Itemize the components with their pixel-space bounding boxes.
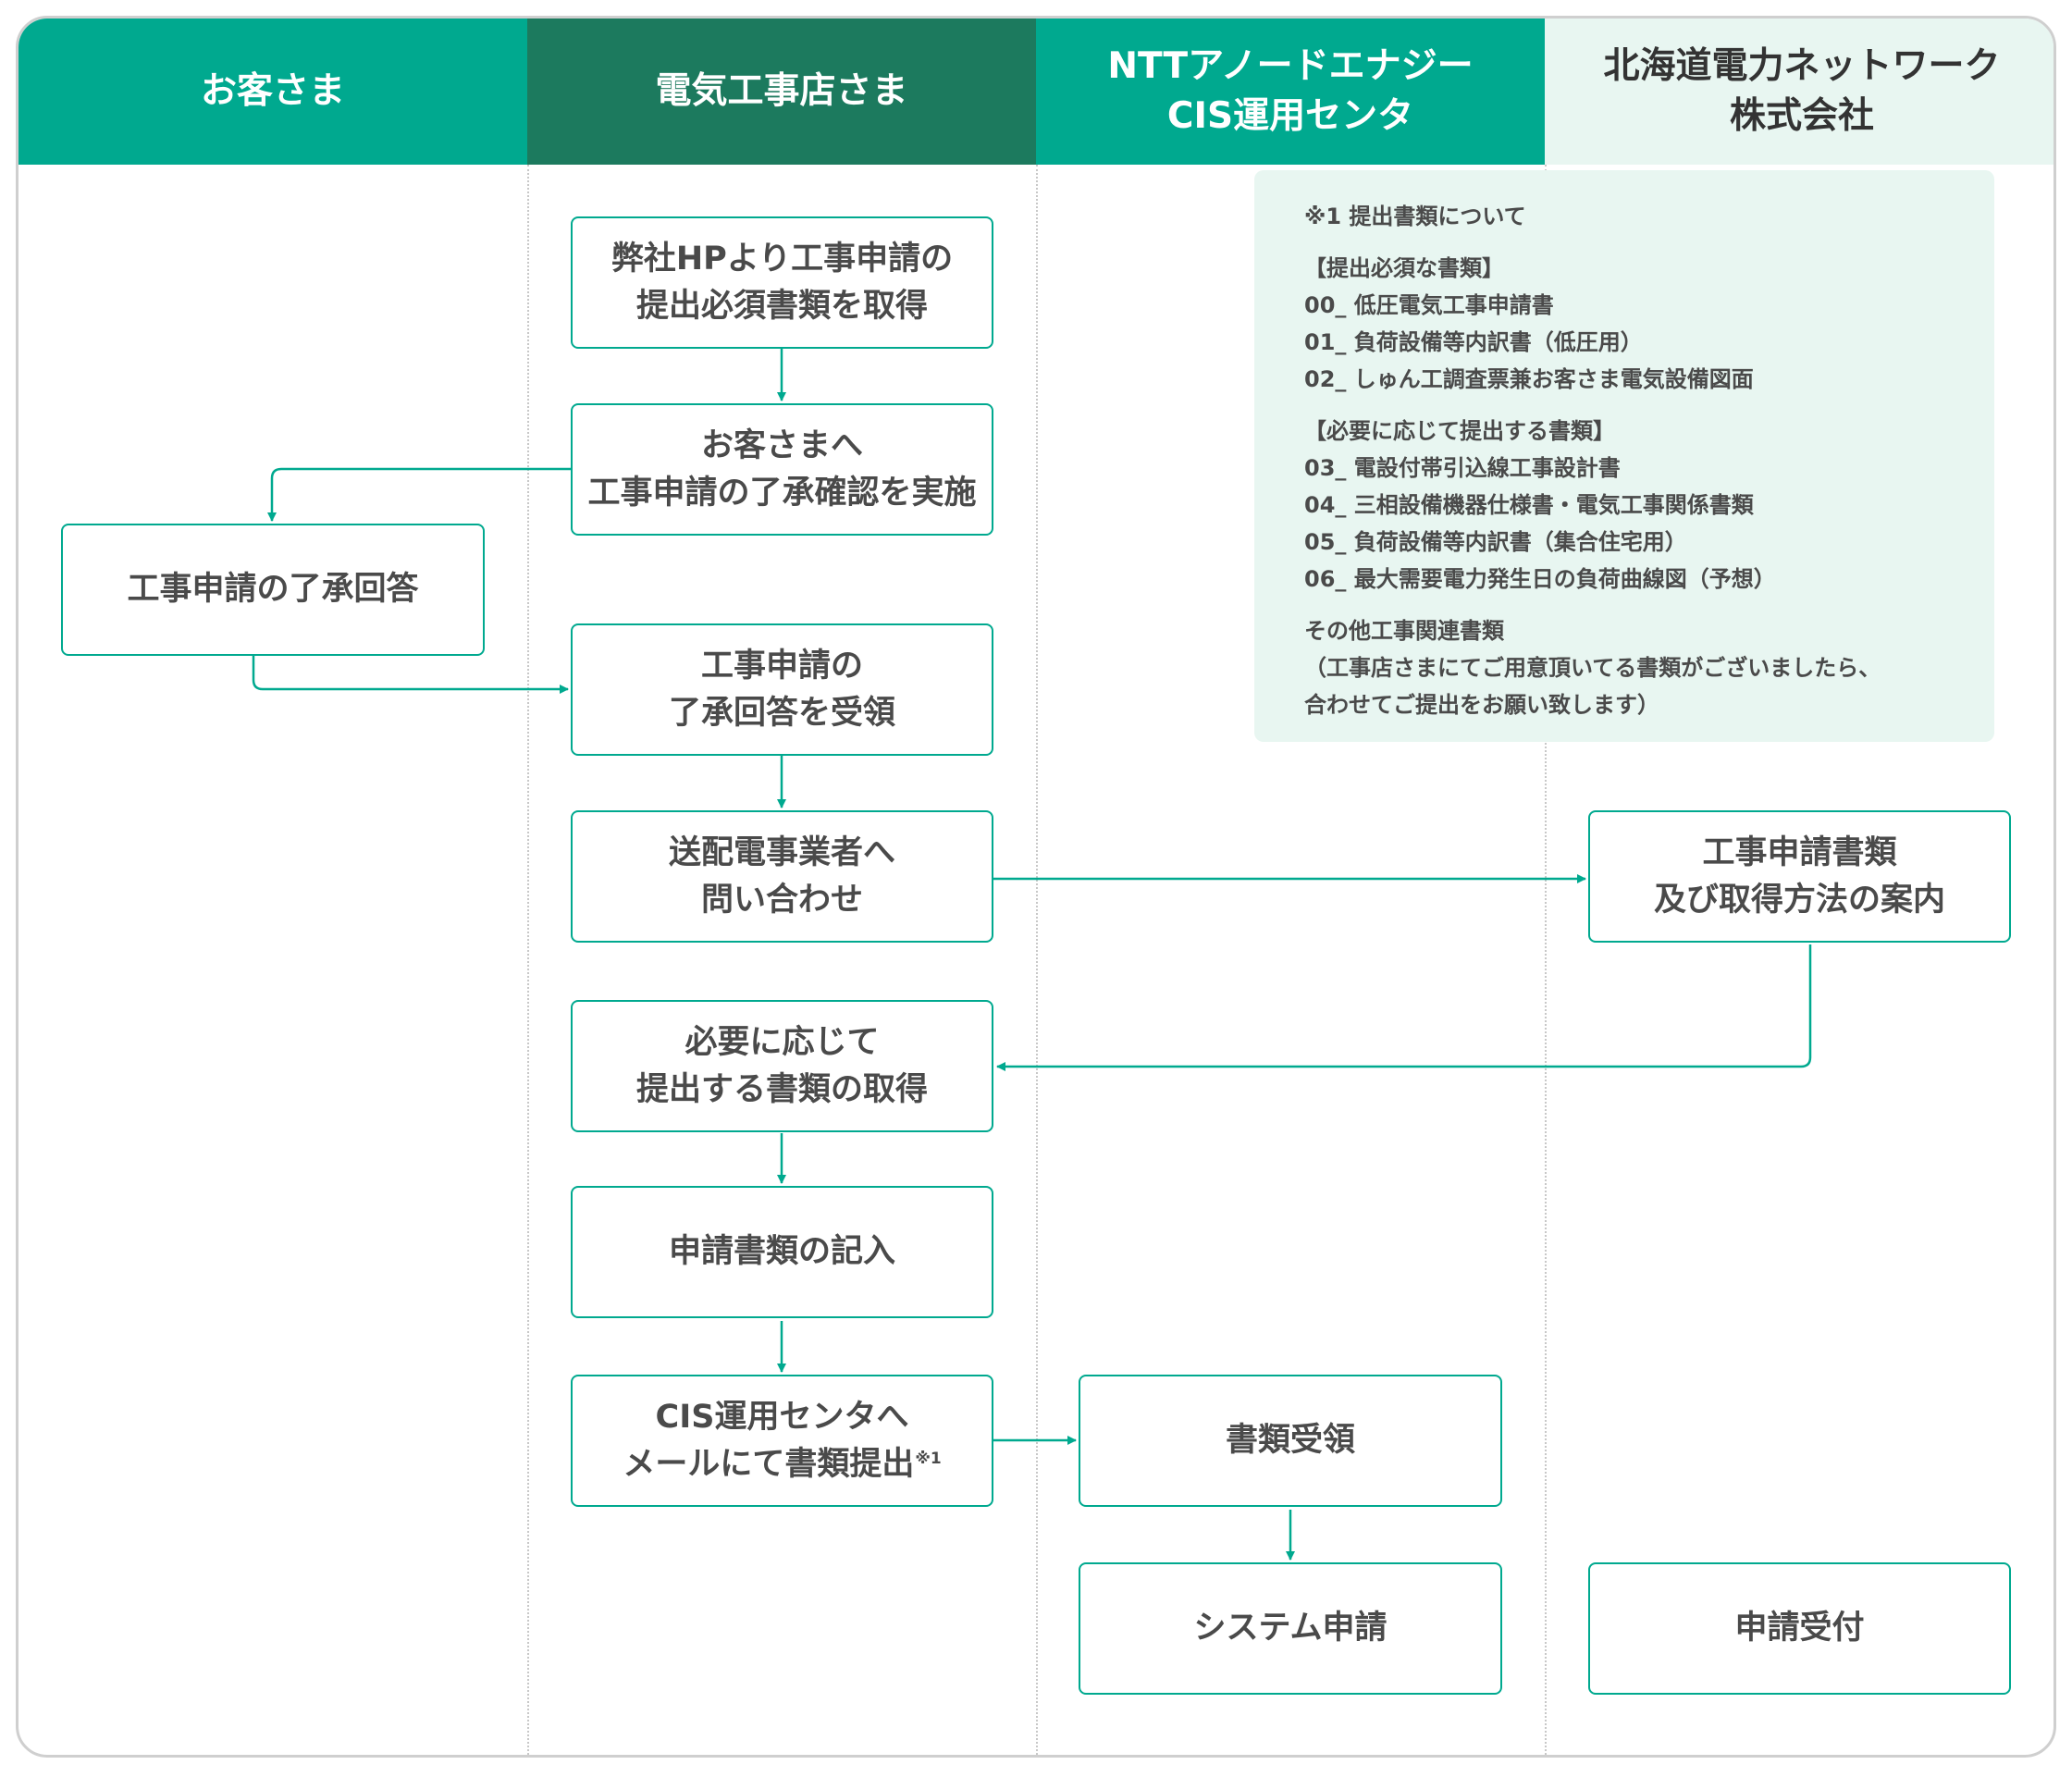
step-text: CIS運用センタへ xyxy=(655,1398,909,1436)
other-heading: その他工事関連書類 xyxy=(1304,618,1504,644)
step-text: 申請受付 xyxy=(1734,1610,1865,1647)
other-text: （工事店さまにてご用意頂いてる書類がございましたら、 xyxy=(1304,655,1881,681)
step-text: 提出必須書類を取得 xyxy=(635,287,928,325)
step-confirm-approval: お客さまへ 工事申請の了承確認を実施 xyxy=(571,403,993,536)
step-documents-received: 書類受領 xyxy=(1079,1375,1502,1507)
step-inquire-tso: 送配電事業者へ 問い合わせ xyxy=(571,810,993,943)
note-title: ※1 提出書類について xyxy=(1304,204,1526,229)
lane-title-line: CIS運用センタ xyxy=(1166,95,1414,137)
step-get-required-forms: 弊社HPより工事申請の 提出必須書類を取得 xyxy=(571,216,993,349)
required-heading: 【提出必須な書類】 xyxy=(1304,255,1504,281)
step-document-guidance: 工事申請書類 及び取得方法の案内 xyxy=(1588,810,2011,943)
step-email-submission: CIS運用センタへ メールにて書類提出※1 xyxy=(571,1375,993,1507)
lane-header-contractor: 電気工事店さま xyxy=(527,19,1036,165)
doc-item: 06_ 最大需要電力発生日の負荷曲線図（予想） xyxy=(1304,566,1776,592)
step-text: 工事申請の xyxy=(700,647,863,685)
doc-item: 04_ 三相設備機器仕様書・電気工事関係書類 xyxy=(1304,492,1754,518)
doc-item: 02_ しゅん工調査票兼お客さま電気設備図面 xyxy=(1304,366,1754,392)
lane-title-line: 株式会社 xyxy=(1729,95,1874,137)
step-text: 了承回答を受領 xyxy=(668,694,895,732)
lane-title-line: 北海道電力ネットワーク xyxy=(1603,45,2001,87)
lane-divider xyxy=(1036,165,1038,1755)
required-docs-group: 【提出必須な書類】 00_ 低圧電気工事申請書 01_ 負荷設備等内訳書（低圧用… xyxy=(1304,250,1994,398)
lane-header-ntt: NTTアノードエナジー CIS運用センタ xyxy=(1036,19,1545,165)
step-text: 問い合わせ xyxy=(700,881,863,919)
doc-item: 03_ 電設付帯引込線工事設計書 xyxy=(1304,455,1621,481)
optional-docs-group: 【必要に応じて提出する書類】 03_ 電設付帯引込線工事設計書 04_ 三相設備… xyxy=(1304,413,1994,598)
step-text-main: メールにて書類提出 xyxy=(623,1445,915,1483)
other-docs-group: その他工事関連書類 （工事店さまにてご用意頂いてる書類がございましたら、 合わせ… xyxy=(1304,612,1994,723)
doc-item: 01_ 負荷設備等内訳書（低圧用） xyxy=(1304,329,1643,355)
optional-heading: 【必要に応じて提出する書類】 xyxy=(1304,418,1615,444)
lane-header-customer: お客さま xyxy=(18,19,527,165)
doc-item: 05_ 負荷設備等内訳書（集合住宅用） xyxy=(1304,529,1687,555)
doc-item: 00_ 低圧電気工事申請書 xyxy=(1304,292,1554,318)
lane-title-line: NTTアノードエナジー xyxy=(1107,45,1474,87)
step-text: 弊社HPより工事申請の xyxy=(610,240,954,278)
step-text: 工事申請の了承回答 xyxy=(127,571,419,608)
step-text: 及び取得方法の案内 xyxy=(1653,881,1945,919)
step-receive-approval: 工事申請の 了承回答を受領 xyxy=(571,623,993,756)
step-text: 工事申請書類 xyxy=(1702,833,1897,871)
step-fill-forms: 申請書類の記入 xyxy=(571,1186,993,1318)
step-text: 送配電事業者へ xyxy=(668,833,895,871)
lane-header-hokkaido: 北海道電力ネットワーク 株式会社 xyxy=(1545,19,2054,165)
lane-title: お客さま xyxy=(200,70,345,112)
lane-title: 電気工事店さま xyxy=(655,70,908,112)
step-text: 工事申請の了承確認を実施 xyxy=(587,474,977,512)
lane-divider xyxy=(527,165,529,1755)
step-text: メールにて書類提出※1 xyxy=(623,1441,941,1488)
step-text: 必要に応じて xyxy=(684,1023,880,1061)
step-text: お客さまへ xyxy=(700,426,863,464)
footnote-marker: ※1 xyxy=(915,1449,942,1468)
step-application-accepted: 申請受付 xyxy=(1588,1562,2011,1695)
step-text: 提出する書類の取得 xyxy=(635,1070,928,1108)
step-text: 書類受領 xyxy=(1225,1422,1355,1459)
step-system-application: システム申請 xyxy=(1079,1562,1502,1695)
documents-note-panel: ※1 提出書類について 【提出必須な書類】 00_ 低圧電気工事申請書 01_ … xyxy=(1254,170,1994,742)
step-get-optional-docs: 必要に応じて 提出する書類の取得 xyxy=(571,1000,993,1132)
step-text: 申請書類の記入 xyxy=(668,1233,895,1270)
step-text: システム申請 xyxy=(1193,1610,1388,1647)
other-text: 合わせてご提出をお願い致します） xyxy=(1304,692,1659,718)
step-approval-answer: 工事申請の了承回答 xyxy=(61,524,485,656)
